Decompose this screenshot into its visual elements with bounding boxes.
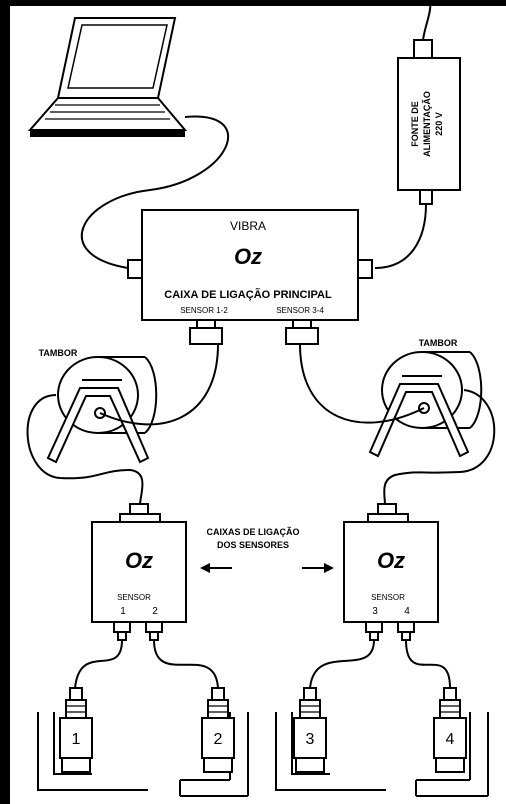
- main-box-right-connector: [357, 259, 373, 279]
- sensor-box-right-port-4: [397, 621, 415, 633]
- sensor-4: [415, 687, 489, 797]
- main-box-logo: Oz: [234, 244, 262, 269]
- cable-main-to-drum-right: [299, 343, 425, 424]
- main-box-left-connector: [127, 259, 143, 279]
- drum-left: [46, 356, 158, 464]
- sensor-4-number: 4: [446, 731, 455, 748]
- sensor-box-left-port-a: 1: [120, 606, 126, 617]
- sensor-box-right-top-connector: [377, 503, 397, 515]
- sensor-box-right-label: SENSOR: [371, 593, 405, 602]
- cable-drum-left-to-sensorbox: [26, 394, 144, 506]
- power-supply-line3: 220 V: [434, 112, 444, 136]
- power-supply-line1: FONTE DE: [410, 101, 420, 147]
- sensor-boxes-caption-line2: DOS SENSORES: [217, 540, 289, 550]
- cable-sensor-3: [309, 639, 375, 689]
- sensor-1: [37, 687, 148, 791]
- sensor-box-left-top-connector: [129, 503, 149, 515]
- sensor-2-number: 2: [214, 731, 223, 748]
- laptop-icon: [27, 17, 188, 137]
- cable-sensor-1: [74, 639, 123, 689]
- sensor-box-left-port-2: [145, 621, 163, 633]
- cable-sensor-2: [153, 639, 219, 689]
- sensor-box-right-port-b: 4: [404, 606, 410, 617]
- main-junction-box: [141, 209, 359, 321]
- sensor-box-left: [91, 521, 187, 623]
- drum-label-right: TAMBOR: [419, 338, 458, 348]
- sensor-box-left-port-b: 2: [152, 606, 158, 617]
- drum-label-left: TAMBOR: [39, 348, 78, 358]
- sensor-boxes-caption-line1: CAIXAS DE LIGAÇÃO: [206, 527, 299, 537]
- sensor-1-number: 1: [72, 731, 81, 748]
- cable-drum-right-to-sensorbox: [383, 389, 496, 506]
- sensor-3: [275, 687, 386, 791]
- sensor-box-right-port-3: [365, 621, 383, 633]
- power-supply-line2: ALIMENTAÇÃO: [422, 91, 432, 157]
- sensor-box-left-logo: Oz: [125, 548, 153, 573]
- power-supply-connector: [419, 189, 433, 205]
- power-plug: [413, 39, 433, 59]
- main-box-port-left: [196, 319, 216, 329]
- main-box-port-right: [292, 319, 312, 329]
- sensor-2: [179, 687, 249, 797]
- sensor-3-number: 3: [306, 731, 315, 748]
- main-box-port-left-label: SENSOR 1-2: [180, 306, 228, 315]
- power-cable: [374, 203, 427, 269]
- main-box-caption: CAIXA DE LIGAÇÃO PRINCIPAL: [164, 288, 332, 301]
- main-box-port-right-label: SENSOR 3-4: [276, 306, 324, 315]
- drum-right: [368, 351, 483, 458]
- sensor-box-right: [343, 521, 439, 623]
- cable-main-to-drum-left: [99, 343, 219, 426]
- cable-sensor-4: [405, 639, 451, 689]
- sensor-box-left-port-1: [113, 621, 131, 633]
- arrow-right-icon: [302, 563, 334, 573]
- sensor-box-right-port-a: 3: [372, 606, 378, 617]
- main-box-title: VIBRA: [230, 219, 266, 233]
- laptop-cable: [80, 115, 229, 269]
- sensor-box-right-logo: Oz: [377, 548, 405, 573]
- mains-cable: [422, 0, 432, 41]
- arrow-left-icon: [200, 563, 232, 573]
- sensor-box-left-label: SENSOR: [117, 593, 151, 602]
